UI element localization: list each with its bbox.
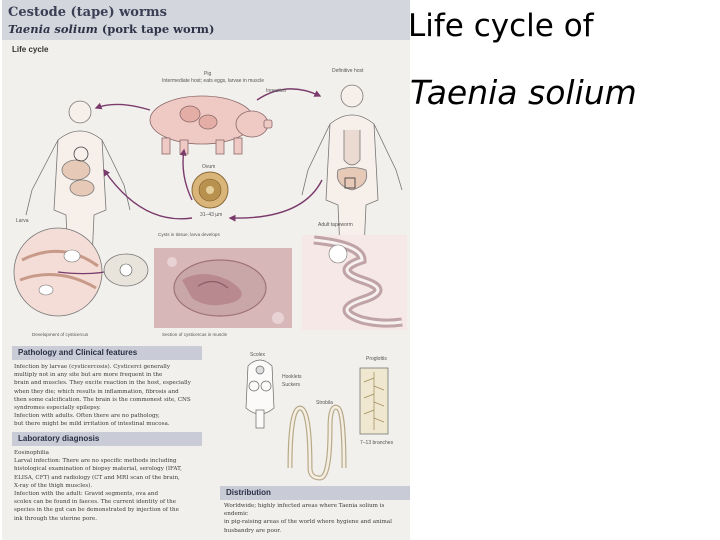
scolex-drawing: [245, 359, 275, 429]
svg-text:Ovum: Ovum: [202, 164, 215, 170]
species-name: Taenia solium: [8, 22, 98, 36]
text-line: syndromes especially epilepsy.: [14, 405, 101, 412]
arrow-pig-to-human: [256, 88, 322, 101]
pathology-heading-band: Pathology and Clinical features: [12, 346, 202, 360]
egg-illustration: [191, 171, 229, 209]
svg-text:Scolex: Scolex: [250, 352, 266, 358]
svg-text:Suckers: Suckers: [282, 382, 301, 388]
common-name: (pork tape worm): [101, 22, 215, 36]
proglottis-drawing: [359, 367, 389, 435]
human-right-label: Definitive host: [332, 68, 364, 74]
larva-in-muscle: [13, 227, 116, 317]
svg-text:Cysts in tissue; larva develop: Cysts in tissue; larva develops: [158, 232, 220, 237]
intestine-illustration: [302, 235, 407, 330]
histology-photo: [154, 248, 292, 328]
pathology-text: Infection by larvae (cysticercosis). Cys…: [14, 363, 204, 429]
text-line: then some calcification. The brain is th…: [14, 396, 191, 403]
scan-subtitle: Taenia solium (pork tape worm): [8, 22, 214, 36]
svg-text:Pig: Pig: [204, 71, 211, 77]
svg-text:Intermediate host; eats eggs,: Intermediate host; eats eggs, larvae in …: [162, 78, 264, 84]
text-line: in pig-raising areas of the world where …: [224, 519, 392, 526]
pathology-heading: Pathology and Clinical features: [18, 348, 138, 357]
text-line: X-ray of the thigh muscles).: [14, 482, 93, 489]
text-line: Worldwide; highly infected areas where T…: [224, 503, 385, 518]
text-line: but there might be mild irritation of in…: [14, 421, 170, 428]
pig-label-text: Pig Intermediate host; eats eggs, larvae…: [162, 71, 264, 84]
text-line: Infection with adults. Often there are n…: [14, 413, 160, 420]
svg-text:Section of cysticercus in musc: Section of cysticercus in muscle: [162, 332, 228, 337]
human-figure-right: [301, 84, 403, 251]
morphology-labels: Scolex Proglottis Hooklets Suckers Strob…: [250, 352, 394, 446]
svg-text:Hooklets: Hooklets: [282, 374, 302, 380]
svg-text:7–13 branches: 7–13 branches: [360, 440, 394, 446]
text-line: histological examination of biopsy mater…: [14, 466, 182, 473]
life-cycle-label: Life cycle: [12, 45, 49, 54]
arrow-egg-to-pig: [179, 148, 193, 201]
slide-title-line1: Life cycle of: [408, 8, 594, 44]
svg-text:31–43 µm: 31–43 µm: [200, 212, 222, 218]
egg-labels: Ovum 31–43 µm: [200, 164, 222, 218]
morphology-figure: Scolex Proglottis Hooklets Suckers Strob…: [245, 352, 394, 481]
text-line: brain and muscles. They excite reaction …: [14, 380, 191, 387]
larva-circle: [73, 146, 89, 162]
svg-text:Proglottis: Proglottis: [366, 356, 387, 362]
text-line: Infection by larvae (cysticercosis). Cys…: [14, 364, 170, 370]
distribution-heading-band: Distribution: [220, 486, 410, 500]
distribution-text: Worldwide; highly infected areas where T…: [224, 502, 406, 535]
human-figure-left: [25, 100, 131, 261]
text-line: Eosinophilia: [14, 450, 49, 456]
text-line: ELISA, CFT) and radiology (CT and MRI sc…: [14, 474, 180, 481]
ingestion-label: Ingestion: [266, 88, 287, 94]
life-cycle-diagram: Pig Intermediate host; eats eggs, larvae…: [13, 68, 407, 337]
adult-label: Adult tapeworm: [318, 222, 353, 228]
arrow-egg-to-human-left: [103, 168, 193, 220]
textbook-scan: Cestode (tape) worms Taenia solium (pork…: [2, 0, 410, 540]
slide-title-line2: Taenia solium: [410, 73, 637, 112]
svg-text:Definitive host: Definitive host: [332, 68, 364, 74]
lab-heading-band: Laboratory diagnosis: [12, 432, 202, 446]
distribution-heading: Distribution: [226, 488, 271, 497]
strobila-drawing: [287, 404, 347, 481]
text-line: Larval infection: There are no specific …: [14, 458, 177, 465]
text-line: when they die; which results in inflamma…: [14, 388, 179, 395]
text-line: multiply not in any site but are more fr…: [14, 372, 163, 379]
pig-illustration: [149, 95, 273, 155]
lab-text: Eosinophilia Larval infection: There are…: [14, 449, 204, 523]
svg-text:Strobila: Strobila: [316, 400, 333, 406]
text-line: Infection with the adult: Gravid segment…: [14, 491, 159, 498]
text-line: scolex can be found in faeces. The curre…: [14, 499, 177, 506]
scan-header: Cestode (tape) worms Taenia solium (pork…: [2, 0, 410, 40]
text-line: species in the gut can be demonstrated b…: [14, 507, 179, 514]
text-line: ink through the uterine pore.: [14, 515, 97, 522]
text-line: husbandry are poor.: [224, 527, 282, 534]
larva-label: Larva: [16, 218, 29, 224]
histology-captions: Cysts in tissue; larva develops Section …: [32, 232, 228, 337]
arrow-pig-to-human-left: [94, 102, 151, 111]
scan-title: Cestode (tape) worms: [8, 5, 167, 20]
arrow-human-to-egg: [228, 179, 323, 222]
cyst-magnified: [103, 253, 149, 287]
lab-heading: Laboratory diagnosis: [18, 434, 100, 443]
svg-text:Development of cysticercus: Development of cysticercus: [32, 332, 89, 337]
